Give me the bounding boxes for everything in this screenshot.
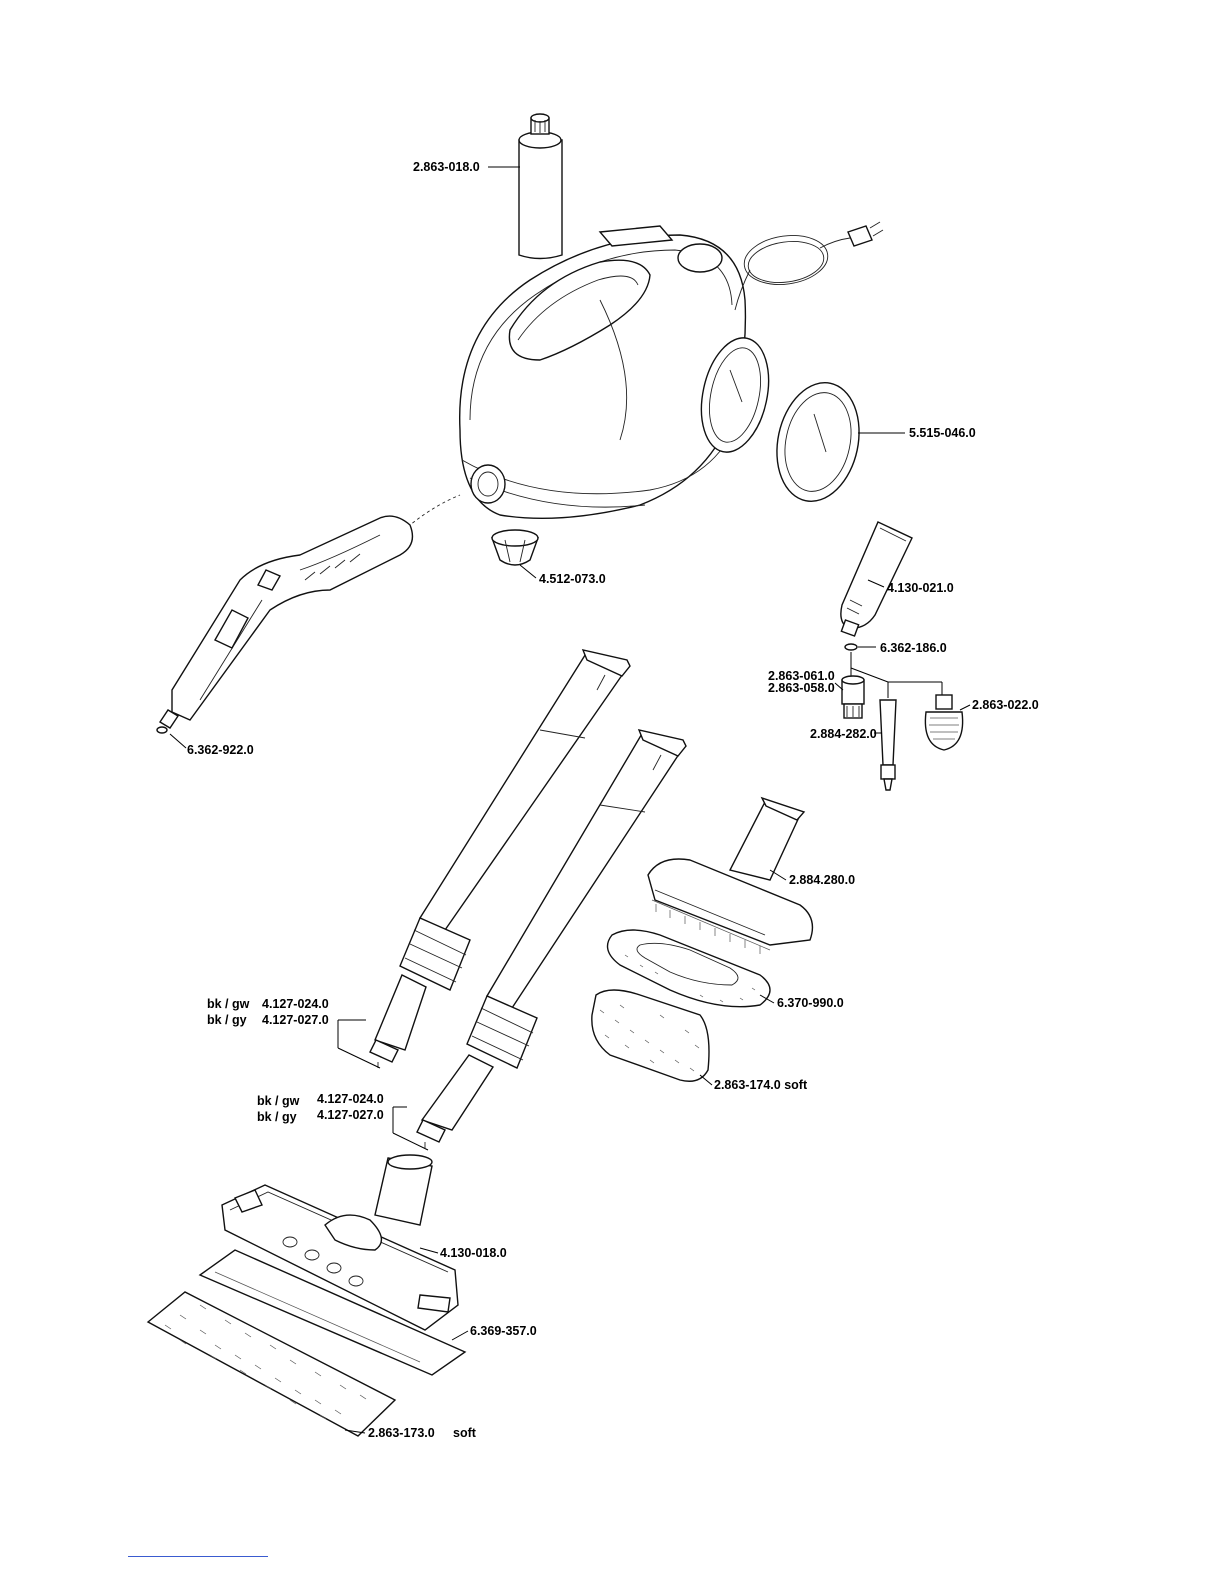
steam-gun — [157, 516, 412, 733]
label-hand-brush: 2.884.280.0 — [789, 873, 855, 887]
floor-nozzle-joint — [375, 1155, 432, 1225]
detail-nozzle — [841, 522, 912, 636]
footer-link-underline[interactable] — [128, 1556, 268, 1557]
label-microfibre-floor-cloth: 2.863-173.0 — [368, 1426, 435, 1440]
steam-hose — [410, 495, 460, 525]
label-tube1-part-a: 4.127-024.0 — [262, 997, 329, 1011]
label-tube2-part-b: 4.127-027.0 — [317, 1108, 384, 1122]
label-o-ring-small: 6.362-186.0 — [880, 641, 947, 655]
label-tube2-color-b: bk / gy — [257, 1110, 297, 1124]
label-power-nozzle: 2.884-282.0 — [810, 727, 877, 741]
power-nozzle — [880, 700, 896, 790]
label-o-ring-gun: 6.362-922.0 — [187, 743, 254, 757]
label-brass-brush: 2.863-022.0 — [972, 698, 1039, 712]
brass-brush — [925, 695, 962, 750]
filler-cap — [492, 530, 538, 565]
label-wheel: 5.515-046.0 — [909, 426, 976, 440]
small-o-ring — [845, 644, 857, 650]
label-tube1-part-b: 4.127-027.0 — [262, 1013, 329, 1027]
label-detail-nozzle: 4.130-021.0 — [887, 581, 954, 595]
label-tube1-color-b: bk / gy — [207, 1013, 247, 1027]
label-terry-cover: 6.370-990.0 — [777, 996, 844, 1010]
label-tube1-color-a: bk / gw — [207, 997, 250, 1011]
label-tube2-part-a: 4.127-024.0 — [317, 1092, 384, 1106]
label-microfibre-floor-cloth-note: soft — [453, 1426, 477, 1440]
label-floor-cloth: 6.369-357.0 — [470, 1324, 537, 1338]
label-descaling-cartridge: 2.863-018.0 — [413, 160, 480, 174]
label-microfibre-cover: 2.863-174.0 soft — [714, 1078, 808, 1092]
spare-wheel — [766, 375, 869, 509]
microfibre-cover — [592, 990, 709, 1081]
hand-brush — [648, 798, 812, 954]
descaling-cartridge — [519, 114, 562, 259]
label-tube2-color-a: bk / gw — [257, 1094, 300, 1108]
round-brush — [842, 676, 864, 718]
steam-cleaner-body — [460, 226, 746, 518]
label-round-brush-b: 2.863-058.0 — [768, 681, 835, 695]
label-floor-nozzle: 4.130-018.0 — [440, 1246, 507, 1260]
power-cord — [735, 222, 883, 310]
label-cap: 4.512-073.0 — [539, 572, 606, 586]
